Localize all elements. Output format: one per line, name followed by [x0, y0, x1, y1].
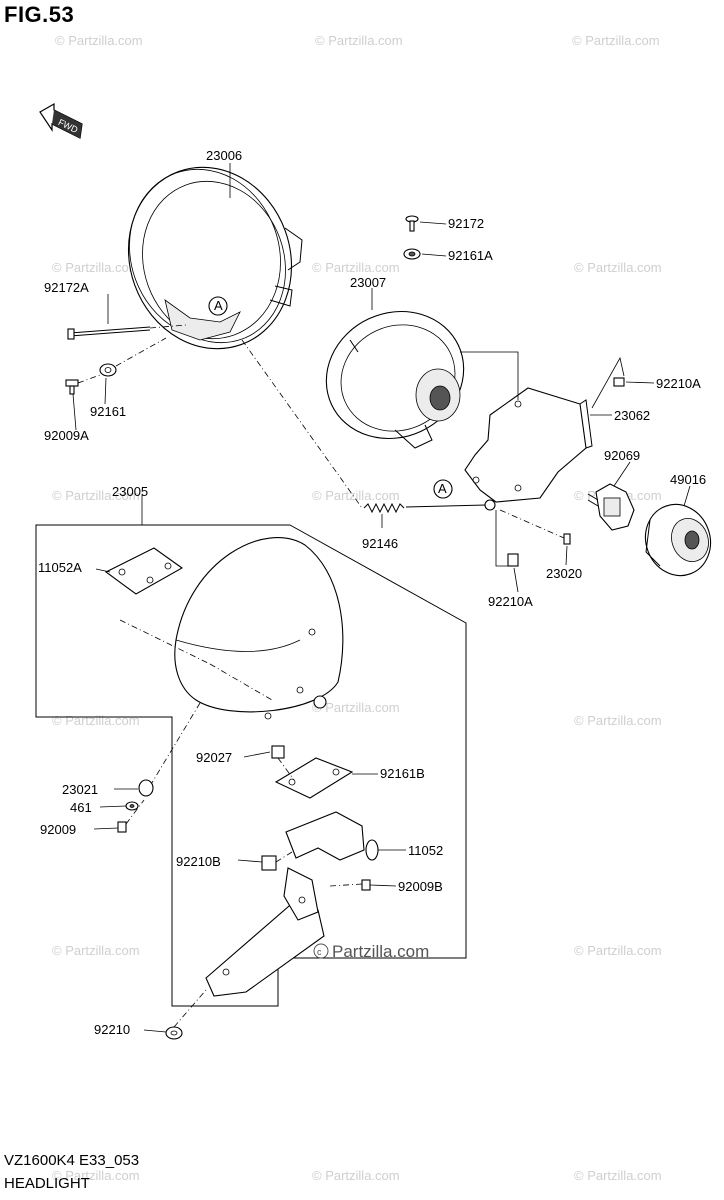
- headlight-bulb: [587, 461, 635, 531]
- part-label: 11052: [408, 843, 443, 858]
- callout-ref-a: A: [438, 481, 447, 496]
- callout-ref-a: A: [214, 298, 223, 313]
- part-label: 92161A: [448, 248, 493, 263]
- watermark: © Partzilla.com: [52, 943, 140, 958]
- watermark: © Partzilla.com: [312, 700, 400, 715]
- part-label: 23007: [350, 275, 386, 290]
- part-label: 92172A: [44, 280, 89, 295]
- part-label: 92027: [196, 750, 232, 765]
- part-label: 11052A: [38, 560, 82, 575]
- watermark: © Partzilla.com: [55, 33, 143, 48]
- top-screw-grommet: [403, 215, 421, 260]
- bottom-nut: [165, 989, 207, 1040]
- headlight-housing: A: [127, 166, 303, 350]
- watermark: © Partzilla.com: [312, 488, 400, 503]
- watermark: © Partzilla.com: [52, 713, 140, 728]
- housing-fasteners: [65, 324, 187, 395]
- lower-mount-assembly: [149, 702, 379, 997]
- model-code: VZ1600K4 E33_053: [4, 1152, 140, 1169]
- part-label: 23006: [206, 148, 242, 163]
- part-label: 23062: [614, 408, 650, 423]
- watermark: © Partzilla.com: [312, 260, 400, 275]
- assembly-boundary: [35, 524, 467, 1007]
- part-label: 92210A: [488, 594, 533, 609]
- figure-title: FIG.53: [4, 2, 75, 27]
- svg-text:c: c: [317, 947, 322, 957]
- cowl-plate-upper: [104, 547, 184, 595]
- watermark-overlay-text: Partzilla.com: [332, 942, 429, 961]
- part-label: 92210A: [656, 376, 701, 391]
- part-label: 92172: [448, 216, 484, 231]
- part-label: 23005: [112, 484, 148, 499]
- part-label: 92069: [604, 448, 640, 463]
- cowl-fasteners: [117, 779, 154, 833]
- part-label: 49016: [670, 472, 706, 487]
- watermark: © Partzilla.com: [312, 1168, 400, 1183]
- watermark-overlay: c Partzilla.com: [313, 942, 429, 961]
- headlight-cowl: [119, 537, 344, 720]
- adjuster-spring: [241, 339, 496, 514]
- watermark: © Partzilla.com: [315, 33, 403, 48]
- part-label: 92210: [94, 1022, 130, 1037]
- part-label: 92210B: [176, 854, 221, 869]
- part-label: 461: [70, 800, 92, 815]
- part-label: 23020: [546, 566, 582, 581]
- watermark: © Partzilla.com: [52, 1168, 140, 1183]
- watermark: © Partzilla.com: [52, 260, 140, 275]
- part-label: 92009: [40, 822, 76, 837]
- dust-cover: [644, 485, 712, 577]
- part-label: 92146: [362, 536, 398, 551]
- watermark: © Partzilla.com: [572, 33, 660, 48]
- adjuster-screw: [499, 509, 571, 545]
- part-label: 92161: [90, 404, 126, 419]
- section-name: HEADLIGHT: [4, 1175, 90, 1192]
- watermark: © Partzilla.com: [574, 1168, 662, 1183]
- headlight-unit: [325, 310, 465, 449]
- forward-arrow-icon: FWD: [39, 102, 83, 139]
- watermark: © Partzilla.com: [52, 488, 140, 503]
- watermark: © Partzilla.com: [574, 943, 662, 958]
- part-label: 92009A: [44, 428, 89, 443]
- watermark: © Partzilla.com: [574, 260, 662, 275]
- leader-lines: [72, 163, 655, 1033]
- clip-fasteners: [495, 356, 625, 567]
- part-label: 92009B: [398, 879, 443, 894]
- part-label: 92161B: [380, 766, 425, 781]
- part-labels: 23006 92172A 92161 92009A 92172 92161A 2…: [38, 148, 706, 1037]
- headlight-bracket: A: [433, 351, 593, 503]
- part-label: 23021: [62, 782, 98, 797]
- watermark: © Partzilla.com: [574, 713, 662, 728]
